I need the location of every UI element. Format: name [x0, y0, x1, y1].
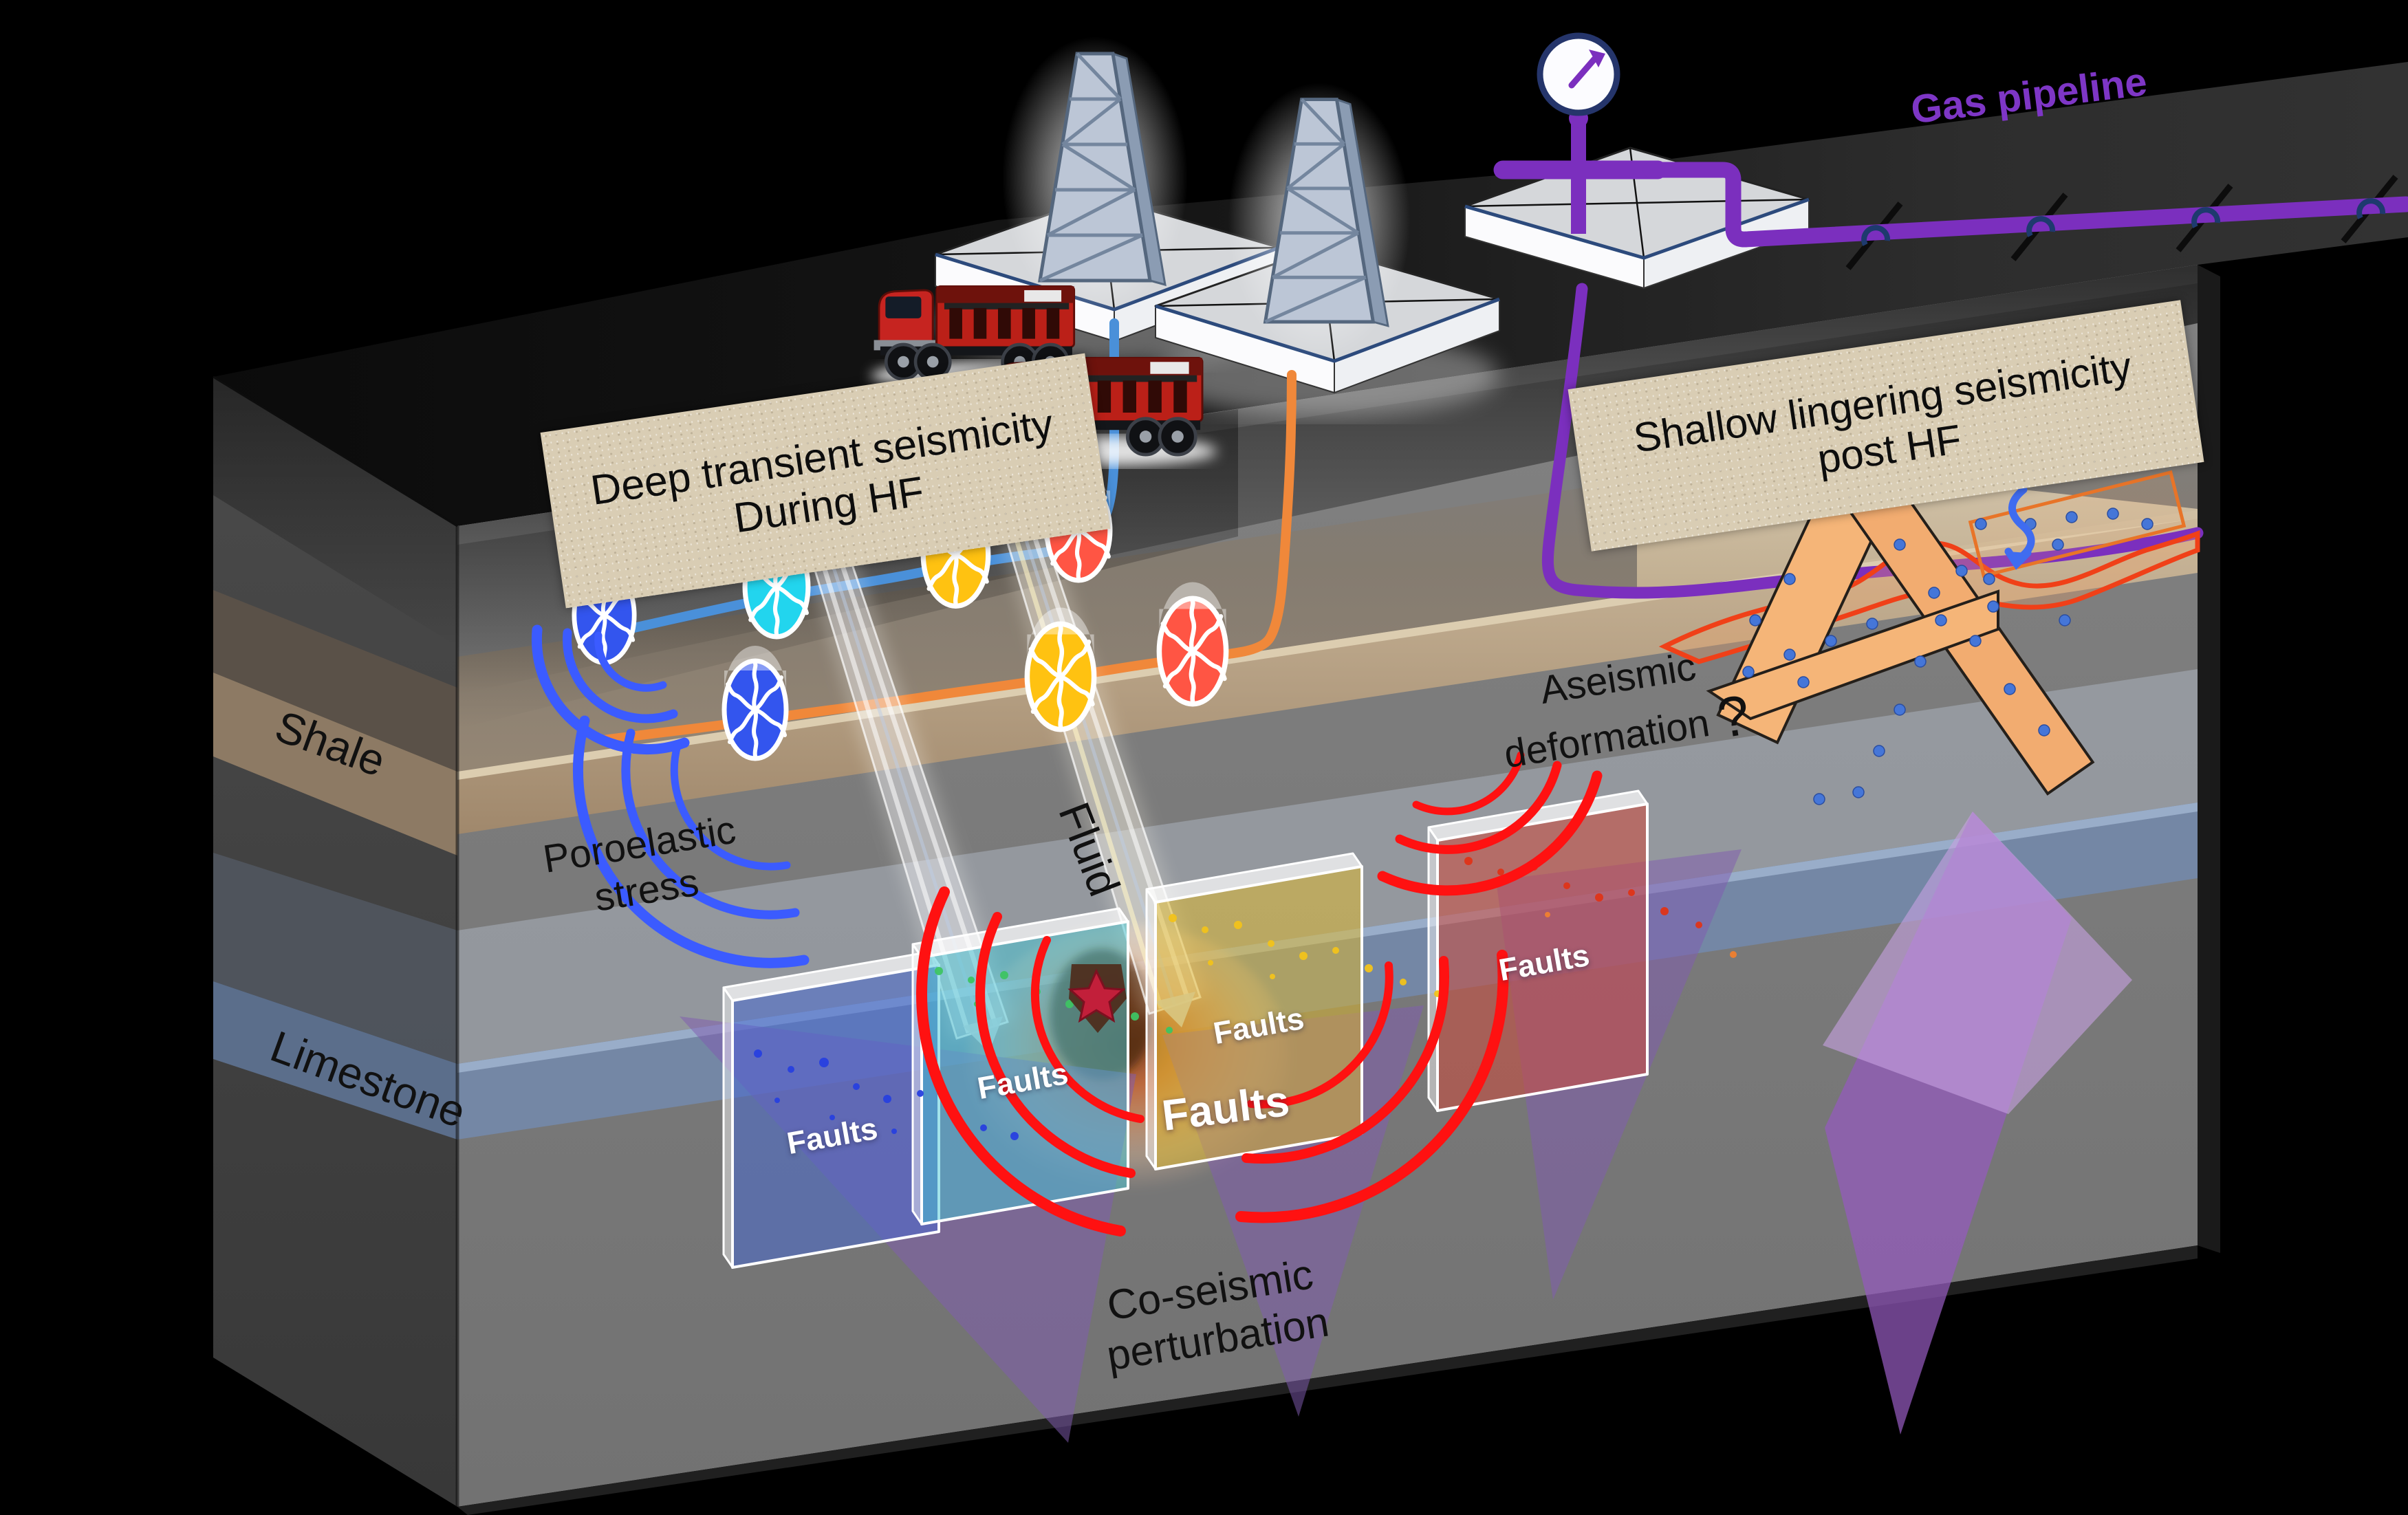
aseismic-slab-pointed	[1706, 589, 1999, 721]
hypocenter-star-icon	[1067, 968, 1126, 1023]
drill-rig-1	[1002, 36, 1188, 318]
seismic-wave-icon	[1377, 751, 1603, 896]
seismic-wave-arcs	[531, 624, 1603, 1236]
block-right-face	[2198, 265, 2220, 1253]
block-left-face	[213, 377, 457, 1507]
pipeline-hooks	[1861, 198, 2386, 246]
seismic-wave-icon	[916, 886, 1145, 1236]
block-bottom-bevel	[457, 1245, 2198, 1515]
gas-wellhead-and-pipeline	[1493, 32, 2408, 248]
hypocenter	[1067, 964, 1127, 1033]
gas-pipeline-pipe	[1642, 162, 2408, 248]
fault-wedge-rhombus	[1823, 811, 2132, 1435]
seismic-wave-icon	[1235, 950, 1509, 1223]
seismic-wave-icon	[573, 715, 810, 968]
drill-rig-2	[1228, 83, 1411, 359]
fault-panel-blue	[722, 950, 940, 1269]
